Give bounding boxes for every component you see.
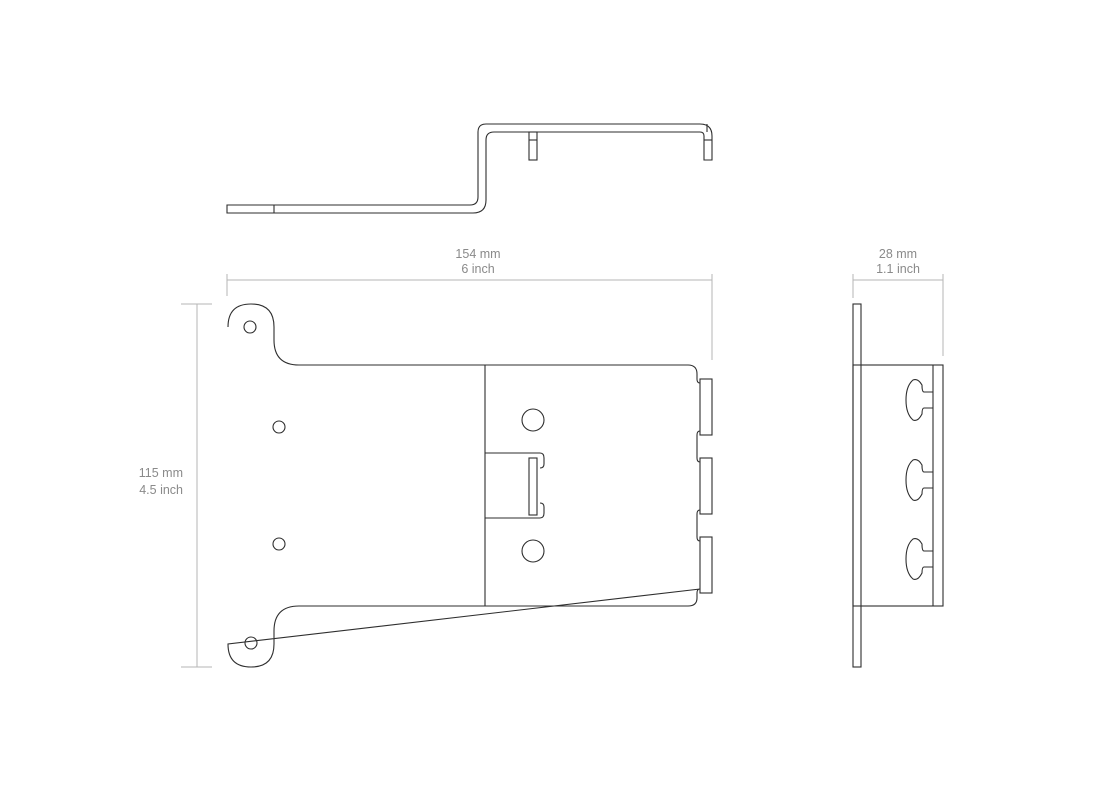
mount-hole <box>243 320 257 334</box>
height-inch-label: 4.5 inch <box>139 483 183 497</box>
large-hole <box>521 408 545 432</box>
width-inch-label: 6 inch <box>461 262 494 276</box>
depth-dimension: 28 mm 1.1 inch <box>852 247 944 356</box>
side-view <box>852 303 944 668</box>
width-mm-label: 154 mm <box>455 247 500 261</box>
depth-mm-label: 28 mm <box>879 247 917 261</box>
mount-hole <box>272 537 286 551</box>
top-profile-view <box>226 123 713 214</box>
width-dimension: 154 mm 6 inch <box>226 247 713 360</box>
depth-inch-label: 1.1 inch <box>876 262 920 276</box>
height-mm-label: 115 mm <box>139 466 183 480</box>
large-hole <box>521 539 545 563</box>
mount-hole <box>244 636 258 650</box>
front-view <box>227 303 713 668</box>
mount-hole <box>272 420 286 434</box>
height-dimension: 115 mm 4.5 inch <box>139 303 212 668</box>
